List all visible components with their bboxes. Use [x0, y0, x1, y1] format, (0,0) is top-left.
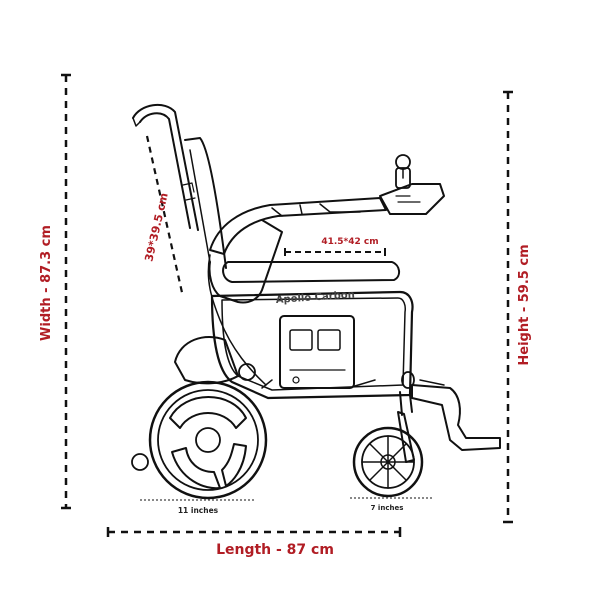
length-dimension-line	[106, 527, 402, 537]
push-handle	[132, 103, 199, 231]
armrest	[209, 197, 387, 255]
front-wheel-label: 7 inches	[371, 504, 404, 512]
side-frame	[210, 290, 414, 400]
height-dimension-line	[503, 90, 513, 524]
rear-wheel	[148, 380, 268, 500]
battery-box	[279, 315, 355, 389]
brand-label: Apollo Carbon	[275, 289, 355, 305]
width-dimension-line	[61, 73, 71, 510]
side-guard	[208, 219, 283, 304]
width-label: Width - 87.3 cm	[39, 225, 54, 341]
footrest	[411, 384, 501, 451]
rear-wheel-label: 11 inches	[178, 506, 219, 515]
controller-cable	[207, 254, 267, 386]
front-caster	[352, 411, 424, 498]
height-label: Height - 59.5 cm	[517, 244, 532, 365]
seat-cushion	[222, 261, 400, 283]
seat-label: 41.5*42 cm	[321, 237, 378, 247]
wheelchair-drawing: Apollo Carbon	[131, 103, 501, 500]
length-label: Length - 87 cm	[216, 542, 334, 558]
backrest-dimension-line	[145, 135, 185, 298]
anti-tip-wheel	[131, 453, 149, 471]
joystick-controller	[379, 154, 445, 215]
seat-dimension-line	[284, 248, 386, 256]
backrest	[184, 137, 227, 269]
